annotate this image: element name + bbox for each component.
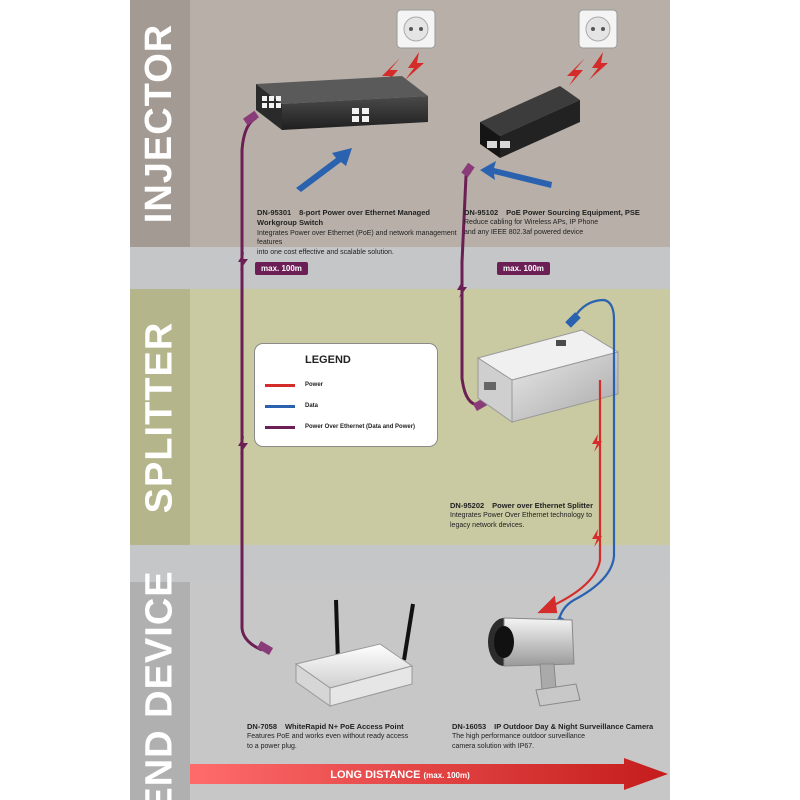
long-distance-label: LONG DISTANCE (max. 100m)	[190, 760, 610, 790]
camera-model: DN-16053	[452, 722, 487, 731]
legend-item-power: Power	[265, 380, 323, 390]
pse-title: PoE Power Sourcing Equipment, PSE	[506, 208, 640, 217]
poe-plugs	[242, 110, 490, 655]
long-distance-sub: (max. 100m)	[423, 770, 470, 780]
distance-badge-right: max. 100m	[497, 262, 550, 275]
poe-switch-icon	[256, 76, 428, 130]
wall-socket-left-icon	[396, 9, 436, 49]
splitter-description: DN-95202 Power over Ethernet Splitter In…	[450, 501, 650, 530]
end-device-band	[130, 582, 670, 800]
power-arrow-right-icon	[567, 52, 608, 86]
access-point-model: DN-7058	[247, 722, 278, 731]
distance-badge-left: max. 100m	[255, 262, 308, 275]
legend-label-data: Data	[305, 403, 319, 409]
splitter-desc-line1: Integrates Power Over Ethernet technolog…	[450, 512, 593, 520]
legend-swatch-data	[265, 404, 295, 408]
splitter-title: Power over Ethernet Splitter	[492, 501, 593, 510]
legend-swatch-poe	[265, 425, 295, 429]
access-point-description: DN-7058 WhiteRapid N+ PoE Access Point F…	[247, 722, 437, 751]
splitter-desc-line2: legacy network devices.	[450, 521, 525, 529]
section-label-injector: INJECTOR	[130, 0, 190, 247]
legend-title: LEGEND	[305, 354, 351, 366]
data-arrow-pse-icon	[480, 161, 552, 188]
legend-item-poe: Power Over Ethernet (Data and Power)	[265, 422, 415, 432]
access-point-desc-line2: to a power plug.	[247, 742, 297, 750]
poe-splitter-icon	[476, 329, 620, 423]
switch-title: 8-port Power over Ethernet Managed Workg…	[257, 208, 430, 228]
switch-model: DN-95301	[257, 208, 292, 217]
camera-title: IP Outdoor Day & Night Surveillance Came…	[494, 722, 654, 731]
switch-desc-line1: Integrates Power over Ethernet (PoE) and…	[257, 229, 457, 247]
switch-description: DN-95301 8-port Power over Ethernet Mana…	[257, 208, 467, 257]
section-label-splitter: SPLITTER	[130, 289, 190, 545]
legend-label-poe: Power Over Ethernet (Data and Power)	[305, 424, 416, 430]
camera-description: DN-16053 IP Outdoor Day & Night Surveill…	[452, 722, 662, 751]
access-point-title: WhiteRapid N+ PoE Access Point	[284, 722, 404, 731]
lightning-marks	[592, 434, 602, 547]
pse-desc-line2: and any IEEE 802.3af powered device	[464, 228, 584, 236]
splitter-model: DN-95202	[450, 501, 485, 510]
long-distance-banner: LONG DISTANCE (max. 100m)	[190, 760, 670, 790]
surveillance-camera-icon	[488, 617, 581, 707]
long-distance-text: LONG DISTANCE	[330, 769, 421, 781]
poe-marks	[238, 252, 467, 454]
camera-desc-line1: The high performance outdoor surveillanc…	[452, 733, 586, 741]
data-cable	[556, 298, 616, 626]
wall-socket-right-icon	[578, 9, 618, 49]
pse-model: DN-95102	[464, 208, 499, 217]
pse-injector-icon	[480, 86, 580, 158]
gap-band-top	[130, 247, 670, 289]
pse-description: DN-95102 PoE Power Sourcing Equipment, P…	[464, 208, 654, 237]
legend-item-data: Data	[265, 401, 318, 411]
legend-panel: LEGEND Power Data Power Over Ethernet (D…	[254, 343, 438, 447]
camera-desc-line2: camera solution with IP67.	[452, 742, 535, 750]
access-point-desc-line1: Features PoE and works even without read…	[247, 733, 409, 741]
legend-swatch-power	[265, 383, 295, 387]
power-arrow-left-icon	[382, 52, 424, 86]
legend-label-power: Power	[305, 382, 324, 388]
access-point-icon	[294, 599, 415, 707]
pse-desc-line1: Reduce cabling for Wireless APs, IP Phon…	[464, 219, 599, 227]
section-label-end-device: END DEVICE	[130, 570, 190, 800]
power-cable	[537, 380, 602, 614]
long-distance-arrow-icon	[190, 758, 668, 790]
switch-desc-line2: into one cost effective and scalable sol…	[257, 248, 394, 256]
gap-band-bottom	[130, 545, 670, 582]
data-arrow-switch-icon	[296, 148, 352, 192]
